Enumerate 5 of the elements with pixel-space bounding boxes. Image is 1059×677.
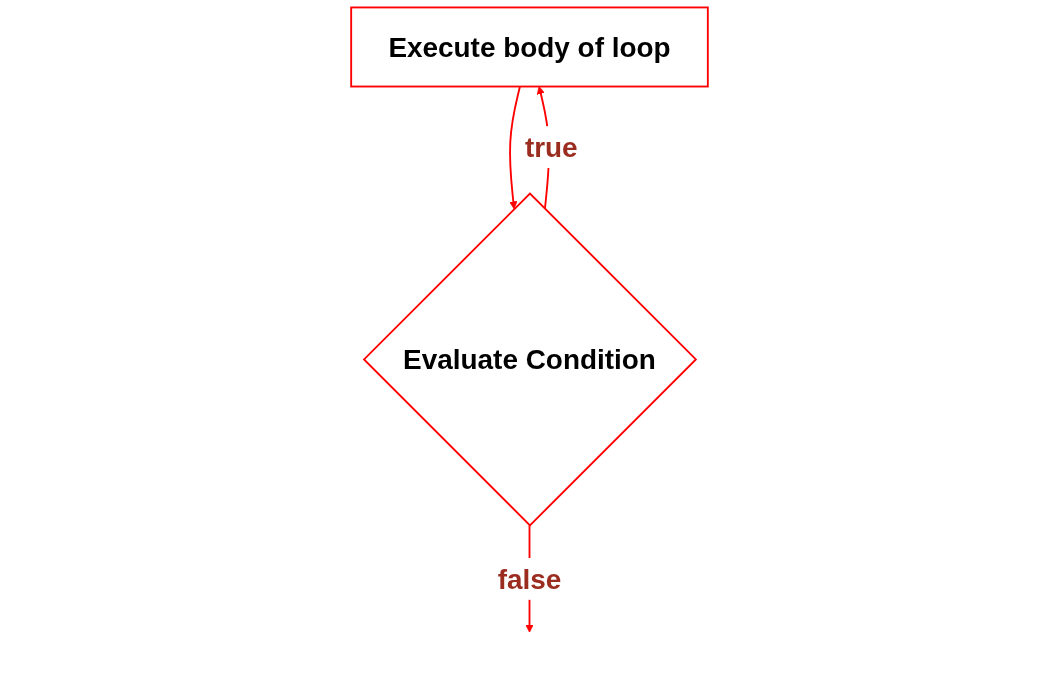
arrow xyxy=(509,85,521,210)
node-box: Execute body of loop xyxy=(350,6,709,88)
node-diamond: Evaluate Condition xyxy=(362,192,698,527)
edge-label: false xyxy=(497,563,562,595)
edge-label: true xyxy=(524,131,578,163)
